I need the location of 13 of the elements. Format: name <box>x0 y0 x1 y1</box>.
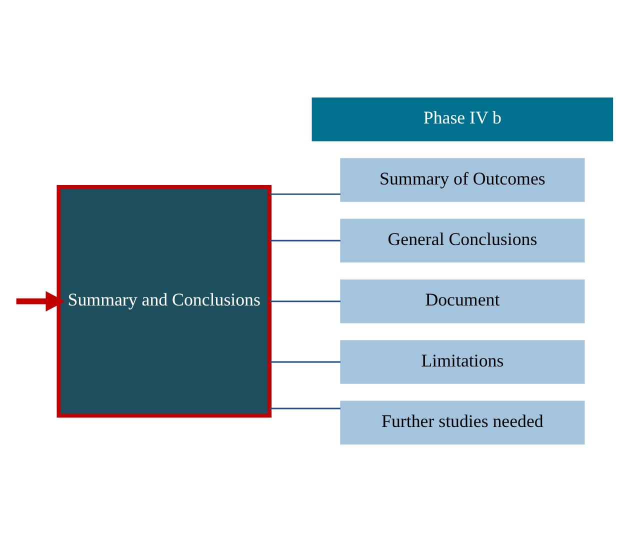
node-box: Phase IV b <box>312 96 614 141</box>
node-box: Summary of Outcomes <box>340 158 585 202</box>
connector <box>270 407 340 409</box>
arrow <box>16 290 66 311</box>
connector <box>270 192 340 194</box>
node-box: Summary and Conclusions <box>56 184 272 418</box>
node-box: Limitations <box>340 340 585 384</box>
connector <box>270 360 340 362</box>
connector <box>270 239 340 241</box>
node-box: General Conclusions <box>340 218 585 262</box>
node-box: Document <box>340 278 585 323</box>
node-box: Further studies needed <box>340 400 585 444</box>
connector <box>270 300 340 302</box>
